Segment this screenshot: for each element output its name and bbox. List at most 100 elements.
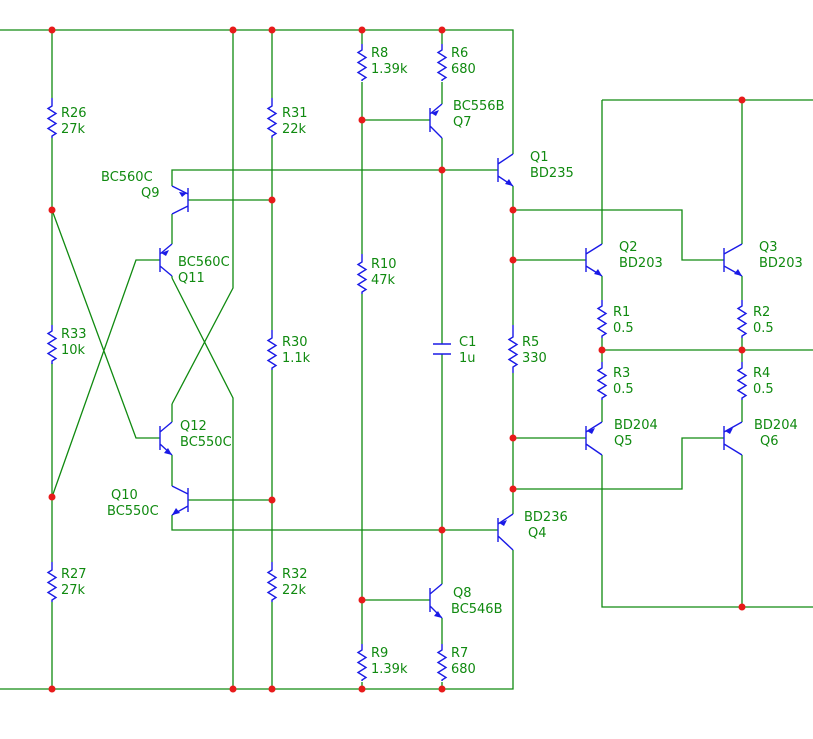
junction-dot [438, 26, 446, 34]
resistor-r31 [266, 98, 278, 138]
wire-q6-base [513, 437, 724, 490]
label-ref-c1: C1 [459, 335, 476, 350]
label-part-q12: BC550C [180, 435, 232, 450]
component-labels: R26 27k R31 22k R8 1.39k R6 680 R10 47k … [61, 46, 803, 677]
resistor-r9 [356, 644, 368, 681]
transistor-q12 [159, 421, 173, 456]
resistor-r1 [596, 300, 608, 338]
junction-dot [438, 166, 446, 174]
resistor-r2 [736, 300, 748, 338]
label-part-q10: BC550C [107, 504, 159, 519]
wire-col-233-bot [171, 277, 234, 689]
label-part-q11: BC560C [178, 255, 230, 270]
label-ref-r26: R26 [61, 106, 87, 121]
label-value-r30: 1.1k [282, 351, 311, 366]
transistor-q7 [429, 103, 443, 139]
resistor-symbols [46, 44, 748, 681]
label-value-r1: 0.5 [613, 321, 634, 336]
label-ref-q9: Q9 [141, 186, 160, 201]
label-ref-r7: R7 [451, 646, 468, 661]
label-value-r32: 22k [282, 583, 307, 598]
label-ref-r30: R30 [282, 335, 308, 350]
label-ref-q2: Q2 [619, 240, 638, 255]
transistor-q5 [585, 421, 603, 456]
label-part-q2: BD203 [619, 256, 663, 271]
transistor-q9 [171, 185, 189, 215]
junction-dot [358, 596, 366, 604]
junction-dot [738, 603, 746, 611]
resistor-r27 [46, 562, 58, 602]
label-value-r4: 0.5 [753, 382, 774, 397]
capacitor-c1 [433, 343, 451, 355]
label-ref-r8: R8 [371, 46, 388, 61]
label-value-r26: 27k [61, 122, 86, 137]
label-ref-q12: Q12 [180, 419, 207, 434]
junction-dot [268, 496, 276, 504]
junction-dot [738, 346, 746, 354]
transistor-q4 [497, 513, 514, 551]
resistor-r30 [266, 330, 278, 370]
junction-dot [438, 685, 446, 693]
label-part-q6: BD204 [754, 418, 798, 433]
label-ref-q7: Q7 [453, 115, 472, 130]
label-ref-r5: R5 [522, 335, 539, 350]
label-value-r31: 22k [282, 122, 307, 137]
transistor-q10 [171, 485, 189, 516]
wire-col-742 [602, 99, 813, 607]
transistor-q3 [723, 243, 743, 277]
label-ref-q6: Q6 [760, 434, 779, 449]
label-value-r2: 0.5 [753, 321, 774, 336]
transistor-q8 [429, 583, 443, 619]
junction-dot [598, 346, 606, 354]
label-part-q5: BD204 [614, 418, 658, 433]
label-ref-r1: R1 [613, 305, 630, 320]
label-ref-q5: Q5 [614, 434, 633, 449]
junction-dot [48, 206, 56, 214]
label-value-r7: 680 [451, 662, 476, 677]
label-ref-r10: R10 [371, 257, 397, 272]
resistor-r5 [507, 325, 519, 373]
junction-dot [268, 685, 276, 693]
label-ref-q10: Q10 [111, 488, 138, 503]
label-part-q9: BC560C [101, 170, 153, 185]
label-part-q3: BD203 [759, 256, 803, 271]
label-ref-q3: Q3 [759, 240, 778, 255]
wire-bottom-rail [0, 550, 514, 690]
junction-dot [509, 206, 517, 214]
junction-dot [438, 526, 446, 534]
junction-dot [229, 26, 237, 34]
label-ref-q8: Q8 [453, 586, 472, 601]
resistor-r4 [736, 362, 748, 400]
junction-dot [229, 685, 237, 693]
wires [0, 29, 813, 690]
label-ref-r9: R9 [371, 646, 388, 661]
junction-dot [509, 256, 517, 264]
transistor-q1 [497, 153, 514, 187]
junction-dot [738, 96, 746, 104]
transistor-q11 [159, 243, 173, 277]
label-value-r3: 0.5 [613, 382, 634, 397]
resistor-r33 [46, 325, 58, 364]
wire-top-rail [0, 29, 514, 154]
label-value-r8: 1.39k [371, 62, 408, 77]
resistor-r8 [356, 44, 368, 81]
wire-q1-base [171, 169, 498, 186]
label-value-c1: 1u [459, 351, 476, 366]
label-ref-r33: R33 [61, 327, 87, 342]
junction-dot [509, 434, 517, 442]
label-value-r27: 27k [61, 583, 86, 598]
label-value-r5: 330 [522, 351, 547, 366]
wire-col-602 [601, 100, 813, 608]
label-part-q1: BD235 [530, 166, 574, 181]
junction-dot [358, 685, 366, 693]
resistor-r3 [596, 362, 608, 400]
label-ref-r4: R4 [753, 366, 770, 381]
label-ref-q1: Q1 [530, 150, 549, 165]
label-value-r33: 10k [61, 343, 86, 358]
junction-dot [48, 685, 56, 693]
label-ref-r2: R2 [753, 305, 770, 320]
label-value-r6: 680 [451, 62, 476, 77]
wire-q3-base [513, 209, 724, 261]
junction-dot [48, 26, 56, 34]
junction-dot [268, 196, 276, 204]
